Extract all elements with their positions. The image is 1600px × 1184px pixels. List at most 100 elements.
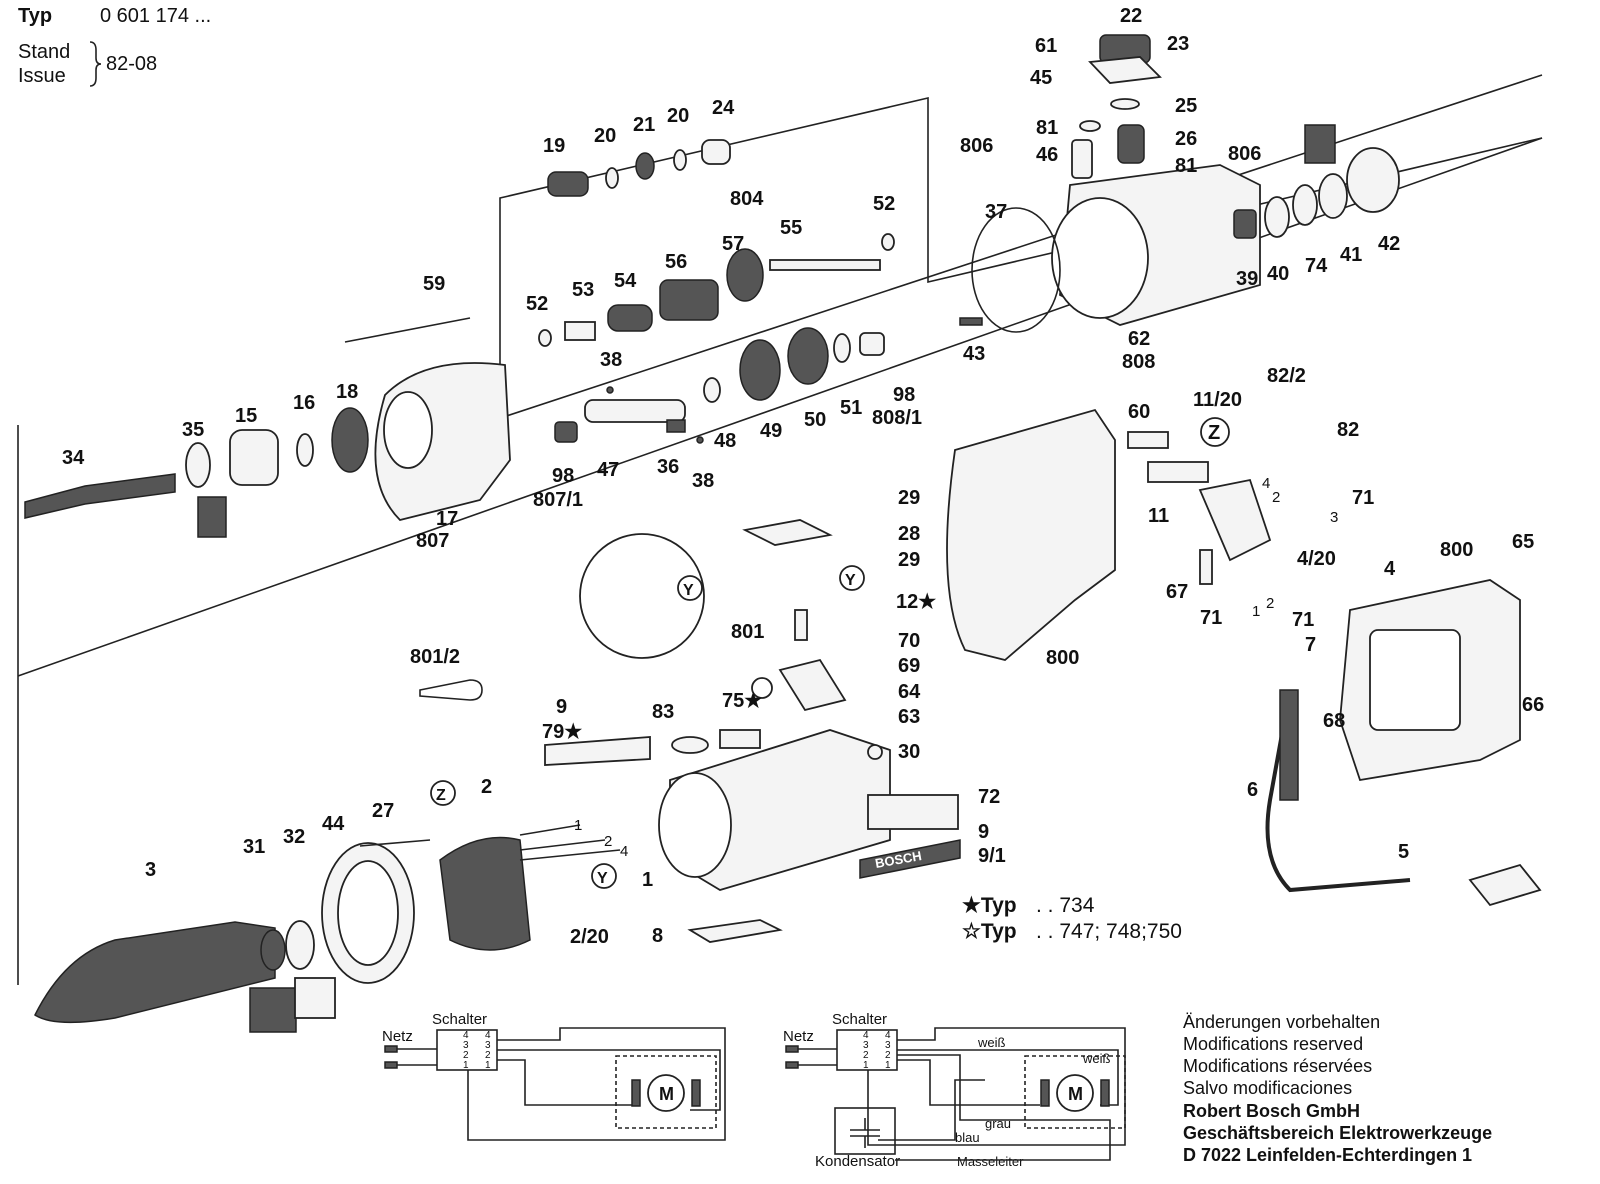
- label-40: 40: [1267, 263, 1289, 285]
- lead-2: [519, 839, 606, 851]
- label-98a: 98: [552, 465, 574, 487]
- issue-label: Issue: [18, 65, 66, 87]
- label-67: 67: [1166, 581, 1188, 603]
- switch-bracket-group: Y Y: [419, 519, 865, 712]
- label-6: 6: [1247, 779, 1258, 801]
- part-800-handle-half: [946, 408, 1116, 661]
- stand-label: Stand: [18, 41, 70, 63]
- label-27: 27: [372, 800, 394, 822]
- company-name: Robert Bosch GmbH: [1183, 1101, 1360, 1121]
- circle-y-a-label: Y: [683, 582, 694, 599]
- label-20a: 20: [594, 125, 616, 147]
- part-44-bore: [337, 860, 399, 966]
- part-25-ring: [1110, 98, 1140, 110]
- front-housing-group: [24, 362, 511, 538]
- part-38b-ball: [696, 436, 704, 444]
- part-26-gear: [1117, 124, 1145, 164]
- field-coil-left: [1040, 1079, 1050, 1107]
- note-es: Salvo modificaciones: [1183, 1078, 1352, 1098]
- label-4: 4: [1384, 558, 1396, 580]
- label-11: 11: [1148, 505, 1169, 527]
- netz-pin-icon: [785, 1045, 799, 1053]
- label-57: 57: [722, 233, 744, 255]
- part-75-plate: [719, 729, 761, 749]
- part-8-plate: [687, 919, 783, 943]
- part-9-1-brand-plate: [859, 839, 961, 879]
- part-16-ring: [296, 433, 314, 467]
- motor-label-right: M: [1068, 1084, 1083, 1104]
- type-legend: ★Typ . . 734 ☆Typ . . 747; 748;750: [962, 894, 1182, 943]
- kondensator-label: Kondensator: [815, 1153, 900, 1170]
- part-6-cable: [1265, 689, 1411, 893]
- wire-label-weiss-1: weiß: [977, 1035, 1006, 1050]
- label-7: 7: [1305, 634, 1316, 656]
- label-29b: 29: [898, 549, 920, 571]
- circle-z-b: [1200, 417, 1230, 447]
- label-800b: 800: [1046, 647, 1079, 669]
- label-12: 12★: [896, 591, 936, 613]
- label-50: 50: [804, 409, 826, 431]
- label-52b: 52: [526, 293, 548, 315]
- part-5-plug: [1468, 863, 1542, 907]
- field-coil-left: [631, 1079, 641, 1107]
- detail-y-inset: [579, 533, 705, 659]
- field-coil-right: [691, 1079, 701, 1107]
- part-20-washer: [605, 167, 619, 189]
- pin-r-1: 1: [485, 1060, 491, 1071]
- part-32-ring: [285, 920, 315, 970]
- part-800b-grip: [1369, 629, 1461, 731]
- motor-housing-group: BOSCH: [544, 729, 961, 943]
- netz-label-left: Netz: [382, 1028, 413, 1045]
- label-2-20: 2/20: [570, 926, 609, 948]
- part-81-ring: [1079, 120, 1101, 132]
- header: Typ 0 601 174 ... Stand Issue 82-08: [18, 5, 211, 87]
- pin-r-3: 3: [485, 1040, 491, 1051]
- label-22: 22: [1120, 5, 1142, 27]
- lead-4: [519, 849, 621, 861]
- label-71a: 71: [1352, 487, 1374, 509]
- part-19-spring: [547, 171, 589, 197]
- masseleiter-label: Masseleiter: [957, 1154, 1024, 1169]
- label-41: 41: [1340, 244, 1362, 266]
- label-29a: 29: [898, 487, 920, 509]
- label-39: 39: [1236, 268, 1258, 290]
- pin-l-3: 3: [463, 1040, 469, 1051]
- circle-z-b-label: Z: [1208, 422, 1220, 444]
- label-15: 15: [235, 405, 257, 427]
- switch-pin-1: 1: [1252, 603, 1260, 620]
- schematic-right: Netz Schalter 4 3 2 1 4 3 2 1 M weiß wei…: [783, 1011, 1126, 1170]
- pin-l-2: 2: [463, 1050, 469, 1061]
- label-98b: 98: [893, 384, 915, 406]
- pin-rr-1: 1: [885, 1060, 891, 1071]
- part-40-washer: [1264, 196, 1290, 238]
- label-46: 46: [1036, 144, 1058, 166]
- label-801-2: 801/2: [410, 646, 460, 668]
- part-36-spring: [666, 419, 686, 433]
- part-27-screw: [359, 839, 431, 847]
- label-19: 19: [543, 135, 565, 157]
- part-11-brush: [1147, 461, 1209, 483]
- label-4-20: 4/20: [1297, 548, 1336, 570]
- part-6-sleeve: [1279, 689, 1299, 801]
- label-56: 56: [665, 251, 687, 273]
- part-15-sleeve: [229, 429, 279, 486]
- part-45-plate: [1088, 56, 1162, 84]
- label-65: 65: [1512, 531, 1534, 553]
- label-48: 48: [714, 430, 736, 452]
- label-49: 49: [760, 420, 782, 442]
- label-64: 64: [898, 681, 921, 703]
- motor-icon-left: [647, 1074, 685, 1112]
- part-83-disc: [671, 736, 709, 754]
- label-74: 74: [1305, 255, 1328, 277]
- label-71c: 71: [1292, 609, 1314, 631]
- typ-label: Typ: [18, 5, 52, 27]
- lead-1: [519, 824, 581, 836]
- label-25: 25: [1175, 95, 1197, 117]
- label-71b: 71: [1200, 607, 1222, 629]
- label-61: 61: [1035, 35, 1057, 57]
- part-41-bearing: [1318, 173, 1348, 219]
- circle-y-b-label: Y: [845, 572, 856, 589]
- switch-pin-2: 2: [1272, 489, 1280, 506]
- brace-icon: [89, 41, 102, 87]
- wire: [467, 1027, 726, 1141]
